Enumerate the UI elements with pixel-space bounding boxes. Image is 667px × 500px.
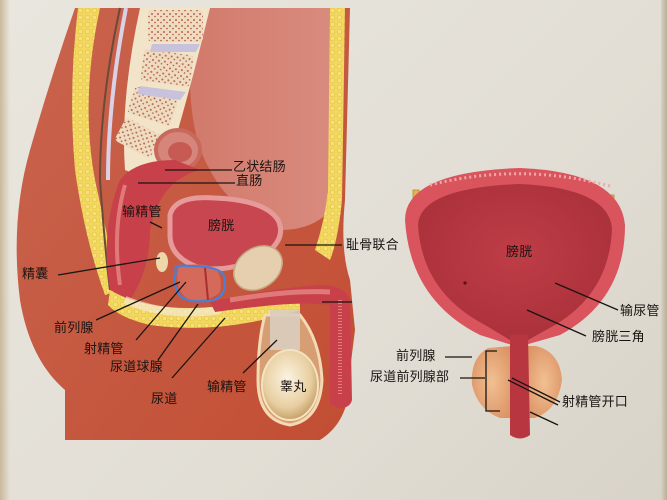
frontal-leader-lines	[445, 282, 619, 426]
label-ureter: 输尿管	[620, 304, 660, 319]
label-bulbourethral-gland: 尿道球腺	[110, 360, 163, 375]
label-prostatic-urethra: 尿道前列腺部	[370, 370, 450, 385]
label-ejaculatory-duct: 射精管	[84, 342, 124, 357]
label-vas-deferens-upper: 输精管	[122, 205, 162, 220]
label-pubic-symphysis: 耻骨联合	[346, 238, 399, 253]
page-edge-left	[0, 0, 10, 500]
frontal-section	[405, 168, 625, 439]
label-rectum: 直肠	[236, 174, 263, 189]
sagittal-leader-lines	[57, 169, 352, 379]
prostate-highlight-circle	[173, 264, 226, 303]
label-bladder-frontal: 膀胱	[506, 245, 533, 260]
label-ejaculatory-duct-opening: 射精管开口	[562, 395, 629, 410]
label-sigmoid-colon: 乙状结肠	[233, 160, 286, 175]
label-seminal-vesicle: 精囊	[22, 267, 49, 282]
page-edge-right	[661, 0, 667, 500]
label-bladder-trigone: 膀胱三角	[592, 330, 645, 345]
sagittal-section	[16, 7, 356, 440]
label-bladder-sagittal: 膀胱	[208, 219, 235, 234]
label-prostate-frontal: 前列腺	[396, 349, 436, 364]
label-prostate-sagittal: 前列腺	[54, 321, 94, 336]
label-urethra: 尿道	[151, 392, 178, 407]
label-vas-deferens-lower: 输精管	[207, 380, 247, 395]
label-testis: 睾丸	[280, 380, 307, 395]
